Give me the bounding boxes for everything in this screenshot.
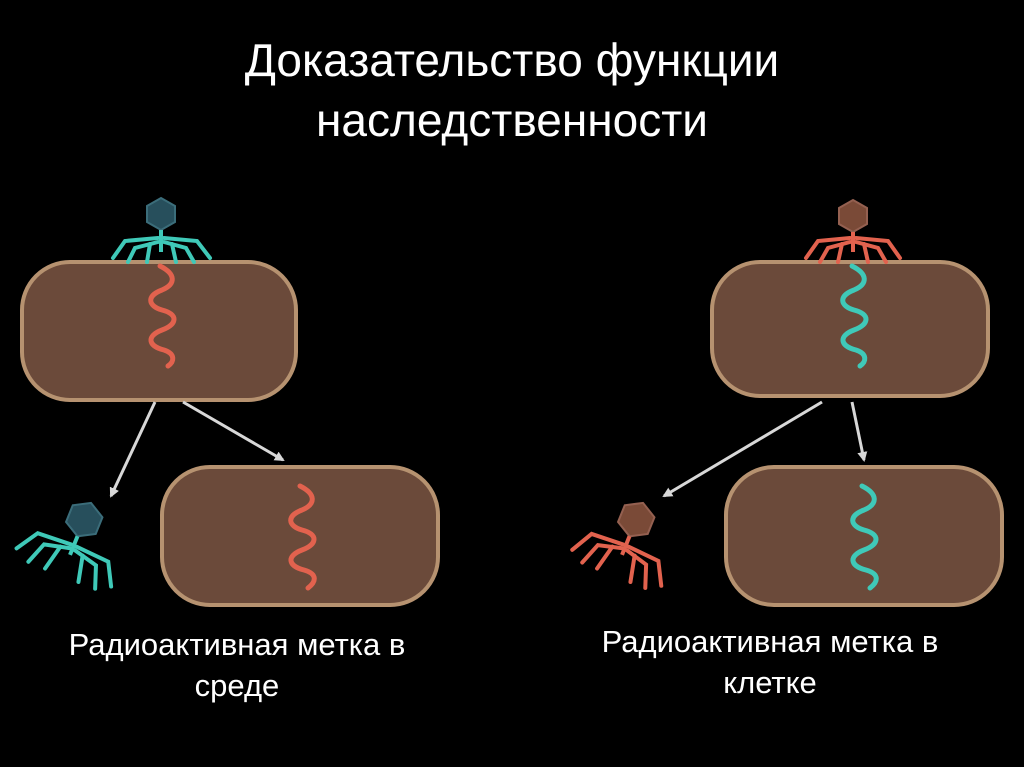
phage-head-icon xyxy=(146,196,176,232)
dna-strand-red xyxy=(148,263,177,369)
arrow-to-daughter-cell xyxy=(182,400,285,462)
left-experiment xyxy=(14,196,440,607)
right-daughter-cell xyxy=(724,465,1004,607)
title-line-1: Доказательство функции xyxy=(244,34,780,86)
left-phage-attached xyxy=(111,196,212,264)
phage-legs-icon xyxy=(14,530,114,591)
phage-legs-icon xyxy=(111,236,212,264)
right-experiment xyxy=(570,198,1004,607)
caption-left-line-1: Радиоактивная метка в xyxy=(68,627,406,662)
right-phage-attached xyxy=(804,198,902,264)
phage-legs-icon xyxy=(570,531,664,590)
caption-left-line-2: среде xyxy=(194,668,280,703)
caption-right-line-2: клетке xyxy=(723,665,817,700)
caption-right-line-1: Радиоактивная метка в xyxy=(601,624,939,659)
phage-head-icon xyxy=(838,198,868,234)
left-phage-free xyxy=(14,501,114,591)
phage-legs-icon xyxy=(804,236,902,264)
arrow-to-free-phage xyxy=(662,400,823,498)
caption-left: Радиоактивная метка в среде xyxy=(22,624,452,706)
dna-strand-cyan xyxy=(850,483,879,591)
caption-right: Радиоактивная метка в клетке xyxy=(555,621,985,703)
phage-head-icon xyxy=(616,501,656,538)
right-phage-free xyxy=(570,501,664,590)
arrow-to-free-phage xyxy=(109,401,157,498)
arrow-to-daughter-cell xyxy=(850,401,868,462)
title-line-2: наследственности xyxy=(316,94,708,146)
left-daughter-cell xyxy=(160,465,440,607)
dna-strand-cyan xyxy=(840,263,869,369)
phage-head-icon xyxy=(64,501,104,538)
dna-strand-red xyxy=(288,483,317,591)
slide-title: Доказательство функции наследственности xyxy=(0,30,1024,150)
